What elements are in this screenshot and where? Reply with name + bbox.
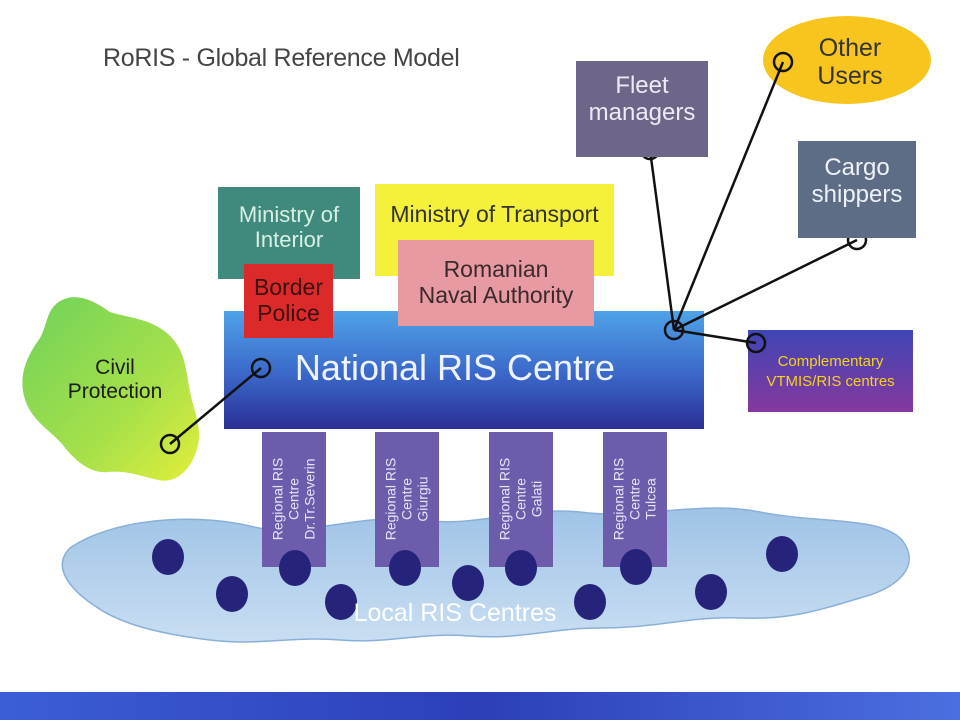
local-dot [216,576,248,612]
connector-civil [169,367,262,445]
civil-protection-label: Civil Protection [56,345,174,415]
node-civil-b [250,357,272,379]
regional-giurgiu-line2: Centre [398,477,415,521]
connectors [169,61,858,445]
fleet-managers-box: Fleet managers [576,61,708,157]
regional-severin-line1: Regional RIS [269,457,286,541]
ministry-interior-line1: Ministry of [238,202,340,227]
regional-galati-line1: Regional RIS [496,457,513,541]
local-dot [452,565,484,601]
civil-protection-line1: Civil [95,356,135,380]
regional-severin-line2: Centre [285,477,302,521]
cargo-shippers-line2: shippers [811,180,903,208]
local-dot [574,584,606,620]
regional-bar-severin [262,432,326,567]
regional-giurgiu-line3: Giurgiu [414,476,431,522]
local-dot [389,550,421,586]
ministry-interior-box: Ministry of Interior [218,187,360,279]
local-dot [325,584,357,620]
connector-other [672,61,785,331]
node-civil-a [159,433,181,455]
other-users-line2: Users [817,62,883,90]
regional-galati-line2: Centre [512,477,529,521]
footer-band [0,692,960,720]
local-dot [152,539,184,575]
local-dot [620,549,652,585]
regional-bar-tulcea [603,432,667,567]
naval-authority-line1: Romanian [443,256,549,283]
regional-giurgiu-line1: Regional RIS [382,457,399,541]
complementary-line2: VTMIS/RIS centres [766,373,895,390]
cargo-shippers-box: Cargo shippers [798,141,916,238]
regional-galati-line3: Galati [528,480,545,518]
regional-tulcea-line2: Centre [626,477,643,521]
other-users-ellipse [763,16,931,104]
local-centres-text: Local RIS Centres [353,599,557,627]
ministry-interior-line2: Interior [254,226,324,252]
local-dot [279,550,311,586]
other-users-line1: Other [818,34,882,62]
complementary-label: Complementary VTMIS/RIS centres [752,344,909,400]
local-dot [695,574,727,610]
naval-authority-box: Romanian Naval Authority [398,240,594,326]
border-police-line2: Police [257,300,320,326]
regional-centre-giurgiu: Regional RIS Centre Giurgiu [376,432,440,567]
connector-complementary [673,328,757,345]
national-centre-label: National RIS Centre [270,343,640,393]
regional-centre-galati: Regional RIS Centre Galati [490,432,554,567]
other-users-label: Other Users [790,26,910,98]
connector-cargo [673,238,858,332]
node-other [772,51,794,73]
local-centre-dots [152,536,798,620]
regional-centre-severin: Regional RIS Centre Dr.Tr.Severin [263,432,327,567]
border-police-box: Border Police [244,264,333,338]
fleet-managers-line2: managers [588,98,696,126]
regional-centre-tulcea: Regional RIS Centre Tulcea [604,432,668,567]
regional-bar-galati [489,432,553,567]
local-dot [766,536,798,572]
civil-protection-line2: Protection [67,380,163,403]
national-centre-text: National RIS Centre [294,346,616,388]
node-complementary [745,332,767,354]
regional-bar-giurgiu [375,432,439,567]
connector-fleet [648,149,676,331]
border-police-line1: Border [253,274,324,301]
complementary-block [748,330,913,412]
node-hub [663,319,685,341]
connector-nodes [159,51,868,455]
cargo-shippers-line1: Cargo [824,154,890,181]
regional-tulcea-line1: Regional RIS [610,457,627,541]
regional-bars [262,432,667,567]
diagram-title: RoRIS - Global Reference Model [103,44,460,72]
complementary-line1: Complementary [777,352,884,370]
ministry-transport-label: Ministry of Transport [390,201,599,227]
local-centres-label: Local RIS Centres [350,594,560,632]
regional-severin-line3: Dr.Tr.Severin [301,458,318,540]
naval-authority-line2: Naval Authority [418,282,574,308]
civil-protection-blob [22,297,200,481]
local-dot [505,550,537,586]
fleet-managers-line1: Fleet [615,72,669,99]
regional-tulcea-line3: Tulcea [642,478,659,520]
